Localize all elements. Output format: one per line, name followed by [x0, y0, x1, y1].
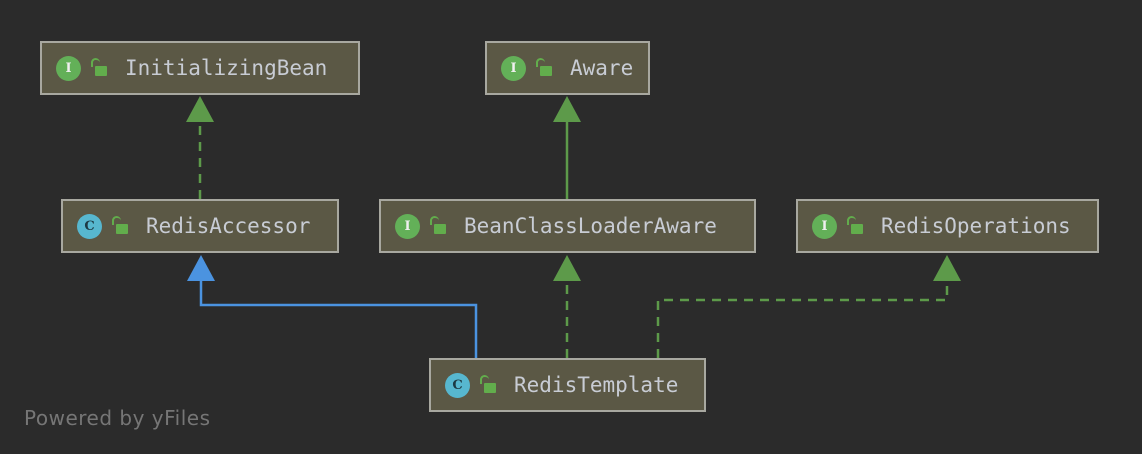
yfiles-watermark: Powered by yFiles [24, 406, 211, 430]
edge-arrowhead [187, 255, 215, 281]
class-node-label: InitializingBean [125, 55, 328, 80]
padlock-body [851, 224, 863, 234]
padlock-body [540, 66, 552, 76]
class-node-initializing-bean[interactable]: I InitializingBean [40, 41, 360, 95]
unlocked-padlock-icon [535, 58, 553, 78]
edge-line [199, 280, 478, 358]
unlocked-padlock-icon [90, 58, 108, 78]
edge-arrowhead [553, 255, 581, 281]
edge-redis-template-implements-redis-operations [656, 255, 961, 358]
class-node-label: Aware [570, 55, 634, 80]
padlock-shackle [112, 216, 121, 225]
edge-arrowhead [186, 96, 214, 122]
padlock-body [484, 383, 496, 393]
edge-arrowhead [553, 96, 581, 122]
unlocked-padlock-icon [111, 216, 129, 236]
padlock-shackle [847, 216, 856, 225]
padlock-shackle [536, 58, 545, 67]
interface-marker-icon: I [395, 213, 420, 239]
class-node-label: RedisAccessor [146, 213, 311, 238]
edge-redis-accessor-implements-initializing-bean [186, 96, 214, 199]
edge-redis-template-extends-redis-accessor [187, 255, 478, 358]
edge-arrowhead [933, 255, 961, 281]
padlock-shackle [480, 375, 489, 384]
edge-bean-class-loader-aware-extends-aware [553, 96, 581, 199]
class-node-redis-template[interactable]: C RedisTemplate [429, 358, 706, 412]
class-marker-icon: C [445, 372, 470, 398]
class-node-label: RedisOperations [881, 213, 1071, 238]
edge-redis-template-implements-bean-class-loader-aware [553, 255, 581, 358]
padlock-body [95, 66, 107, 76]
interface-marker-icon: I [812, 213, 837, 239]
class-node-label: RedisTemplate [514, 372, 679, 397]
unlocked-padlock-icon [479, 375, 497, 395]
unlocked-padlock-icon [429, 216, 447, 236]
padlock-shackle [91, 58, 100, 67]
class-node-aware[interactable]: I Aware [485, 41, 650, 95]
edge-line [656, 280, 949, 358]
class-node-redis-operations[interactable]: I RedisOperations [796, 199, 1099, 253]
padlock-body [434, 224, 446, 234]
class-node-bean-class-loader-aware[interactable]: I BeanClassLoaderAware [379, 199, 756, 253]
class-node-redis-accessor[interactable]: C RedisAccessor [61, 199, 339, 253]
class-node-label: BeanClassLoaderAware [464, 213, 717, 238]
interface-marker-icon: I [501, 55, 526, 81]
unlocked-padlock-icon [846, 216, 864, 236]
padlock-shackle [430, 216, 439, 225]
class-marker-icon: C [77, 213, 102, 239]
interface-marker-icon: I [56, 55, 81, 81]
padlock-body [116, 224, 128, 234]
